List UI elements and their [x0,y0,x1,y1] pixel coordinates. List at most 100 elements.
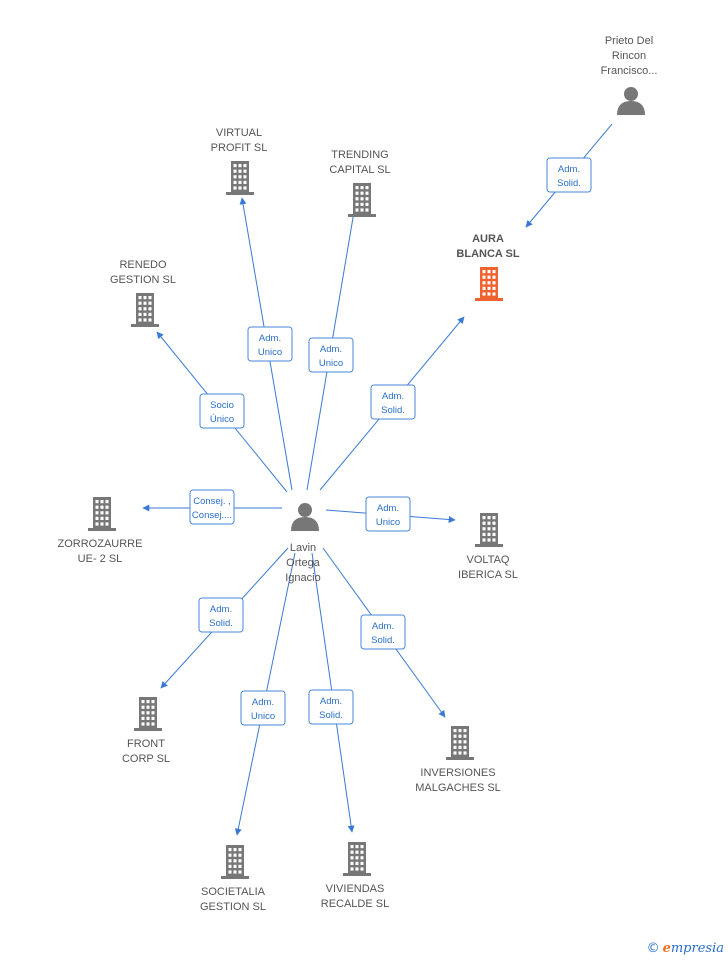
edge-label-box[interactable] [365,496,411,532]
edge-label-box[interactable] [546,157,592,193]
edge-lavin-zorro: Consej. , Consej.... [142,489,282,525]
node-label: INVERSIONES [420,767,495,779]
node-label: SOCIETALIA [201,886,266,898]
node-label: TRENDING [331,149,388,161]
node-trending[interactable]: TRENDING CAPITAL SL [329,149,391,217]
node-renedo[interactable]: RENEDO GESTION SL [110,259,176,327]
person-icon [617,87,645,115]
building-icon [343,842,371,876]
edge-label-box[interactable] [247,326,293,362]
node-virtual[interactable]: VIRTUAL PROFIT SL [211,127,268,195]
edge-lavin-trending: Adm. Unico [306,193,360,491]
node-inversiones[interactable]: INVERSIONES MALGACHES SL [415,726,501,794]
edge-label-text: Adm. [372,621,394,632]
node-label: Lavin [290,542,316,554]
node-label: MALGACHES SL [415,782,501,794]
edge-label-text: Solid. [209,618,233,629]
edge-label-text: Adm. [382,391,404,402]
node-label: FRONT [127,738,165,750]
node-label: BLANCA SL [456,248,519,260]
building-icon [475,513,503,547]
edge-label-text: Adm. [320,344,342,355]
edge-lavin-societalia: Adm. Unico [234,552,296,836]
building-icon [446,726,474,760]
building-icon [475,267,503,301]
node-zorro[interactable]: ZORROZAURRE UE- 2 SL [58,497,143,565]
node-societalia[interactable]: SOCIETALIA GESTION SL [200,845,266,913]
node-label: RENEDO [119,259,167,271]
edge-label-text: Solid. [319,710,343,721]
node-front[interactable]: FRONT CORP SL [122,697,170,765]
edge-label-text: Único [210,414,234,425]
node-label: Ignacio [285,572,320,584]
edge-label-text: Adm. [320,696,342,707]
edge-label-text: Unico [251,711,275,722]
edge-label-text: Consej. , [193,496,231,507]
edge-label-text: Unico [376,517,400,528]
edge-label-text: Consej.... [192,510,232,521]
building-icon [348,183,376,217]
edge-label-text: Adm. [252,697,274,708]
edge-label-text: Adm. [210,604,232,615]
edge-label-text: Adm. [259,333,281,344]
node-label: Rincon [612,50,646,62]
edge-lavin-aura: Adm. Solid. [319,316,465,491]
node-label: GESTION SL [200,901,266,913]
edge-label-text: Solid. [381,405,405,416]
brand-initial: e [662,941,671,956]
edge-label-box[interactable] [189,489,235,525]
node-label: Ortega [286,557,321,569]
node-label: CORP SL [122,753,170,765]
node-viviendas[interactable]: VIVIENDAS RECALDE SL [321,842,389,910]
edge-label-box[interactable] [198,597,244,633]
building-icon [131,293,159,327]
node-label: VIRTUAL [216,127,262,139]
edge-label-box[interactable] [360,614,406,650]
edge-label-text: Solid. [557,178,581,189]
node-label: Francisco... [601,65,658,77]
building-icon [88,497,116,531]
node-label: AURA [472,233,504,245]
edge-label-text: Adm. [558,164,580,175]
node-prieto[interactable]: Prieto DelRinconFrancisco... [601,35,658,115]
node-label: CAPITAL SL [329,164,390,176]
edge-label-box[interactable] [240,690,286,726]
node-label: ZORROZAURRE [58,538,143,550]
building-icon [226,161,254,195]
node-label: RECALDE SL [321,898,389,910]
edge-lavin-inversiones: Adm. Solid. [322,547,446,718]
edge-label-box[interactable] [308,337,354,373]
edge-label-box[interactable] [199,393,245,429]
edge-prieto-aura: Adm. Solid. [525,123,613,228]
node-label: Prieto Del [605,35,653,47]
edge-label-box[interactable] [308,689,354,725]
edge-label-text: Unico [258,347,282,358]
node-label: UE- 2 SL [78,553,123,565]
edge-lavin-virtual: Adm. Unico [239,197,293,491]
edge-label-text: Unico [319,358,343,369]
node-aura[interactable]: AURA BLANCA SL [456,233,520,301]
node-label: VOLTAQ [467,554,510,566]
edge-label-text: Solid. [371,635,395,646]
edge-lavin-viviendas: Adm. Solid. [308,552,355,833]
building-icon [134,697,162,731]
copyright-mark: © [646,941,660,956]
edge-label-box[interactable] [370,384,416,420]
edge-label-text: Adm. [377,503,399,514]
brand-name-rest: mpresia [670,941,724,956]
node-voltaq[interactable]: VOLTAQ IBERICA SL [458,513,518,581]
node-label: VIVIENDAS [326,883,385,895]
edge-label-text: Socio [210,400,234,411]
brand-logo: ©empresia [647,941,724,956]
edge-lavin-voltaq: Adm. Unico [325,496,456,532]
edge-lavin-front: Adm. Solid. [160,547,289,689]
person-icon [291,503,319,531]
node-label: IBERICA SL [458,569,518,581]
node-label: GESTION SL [110,274,176,286]
node-label: PROFIT SL [211,142,268,154]
